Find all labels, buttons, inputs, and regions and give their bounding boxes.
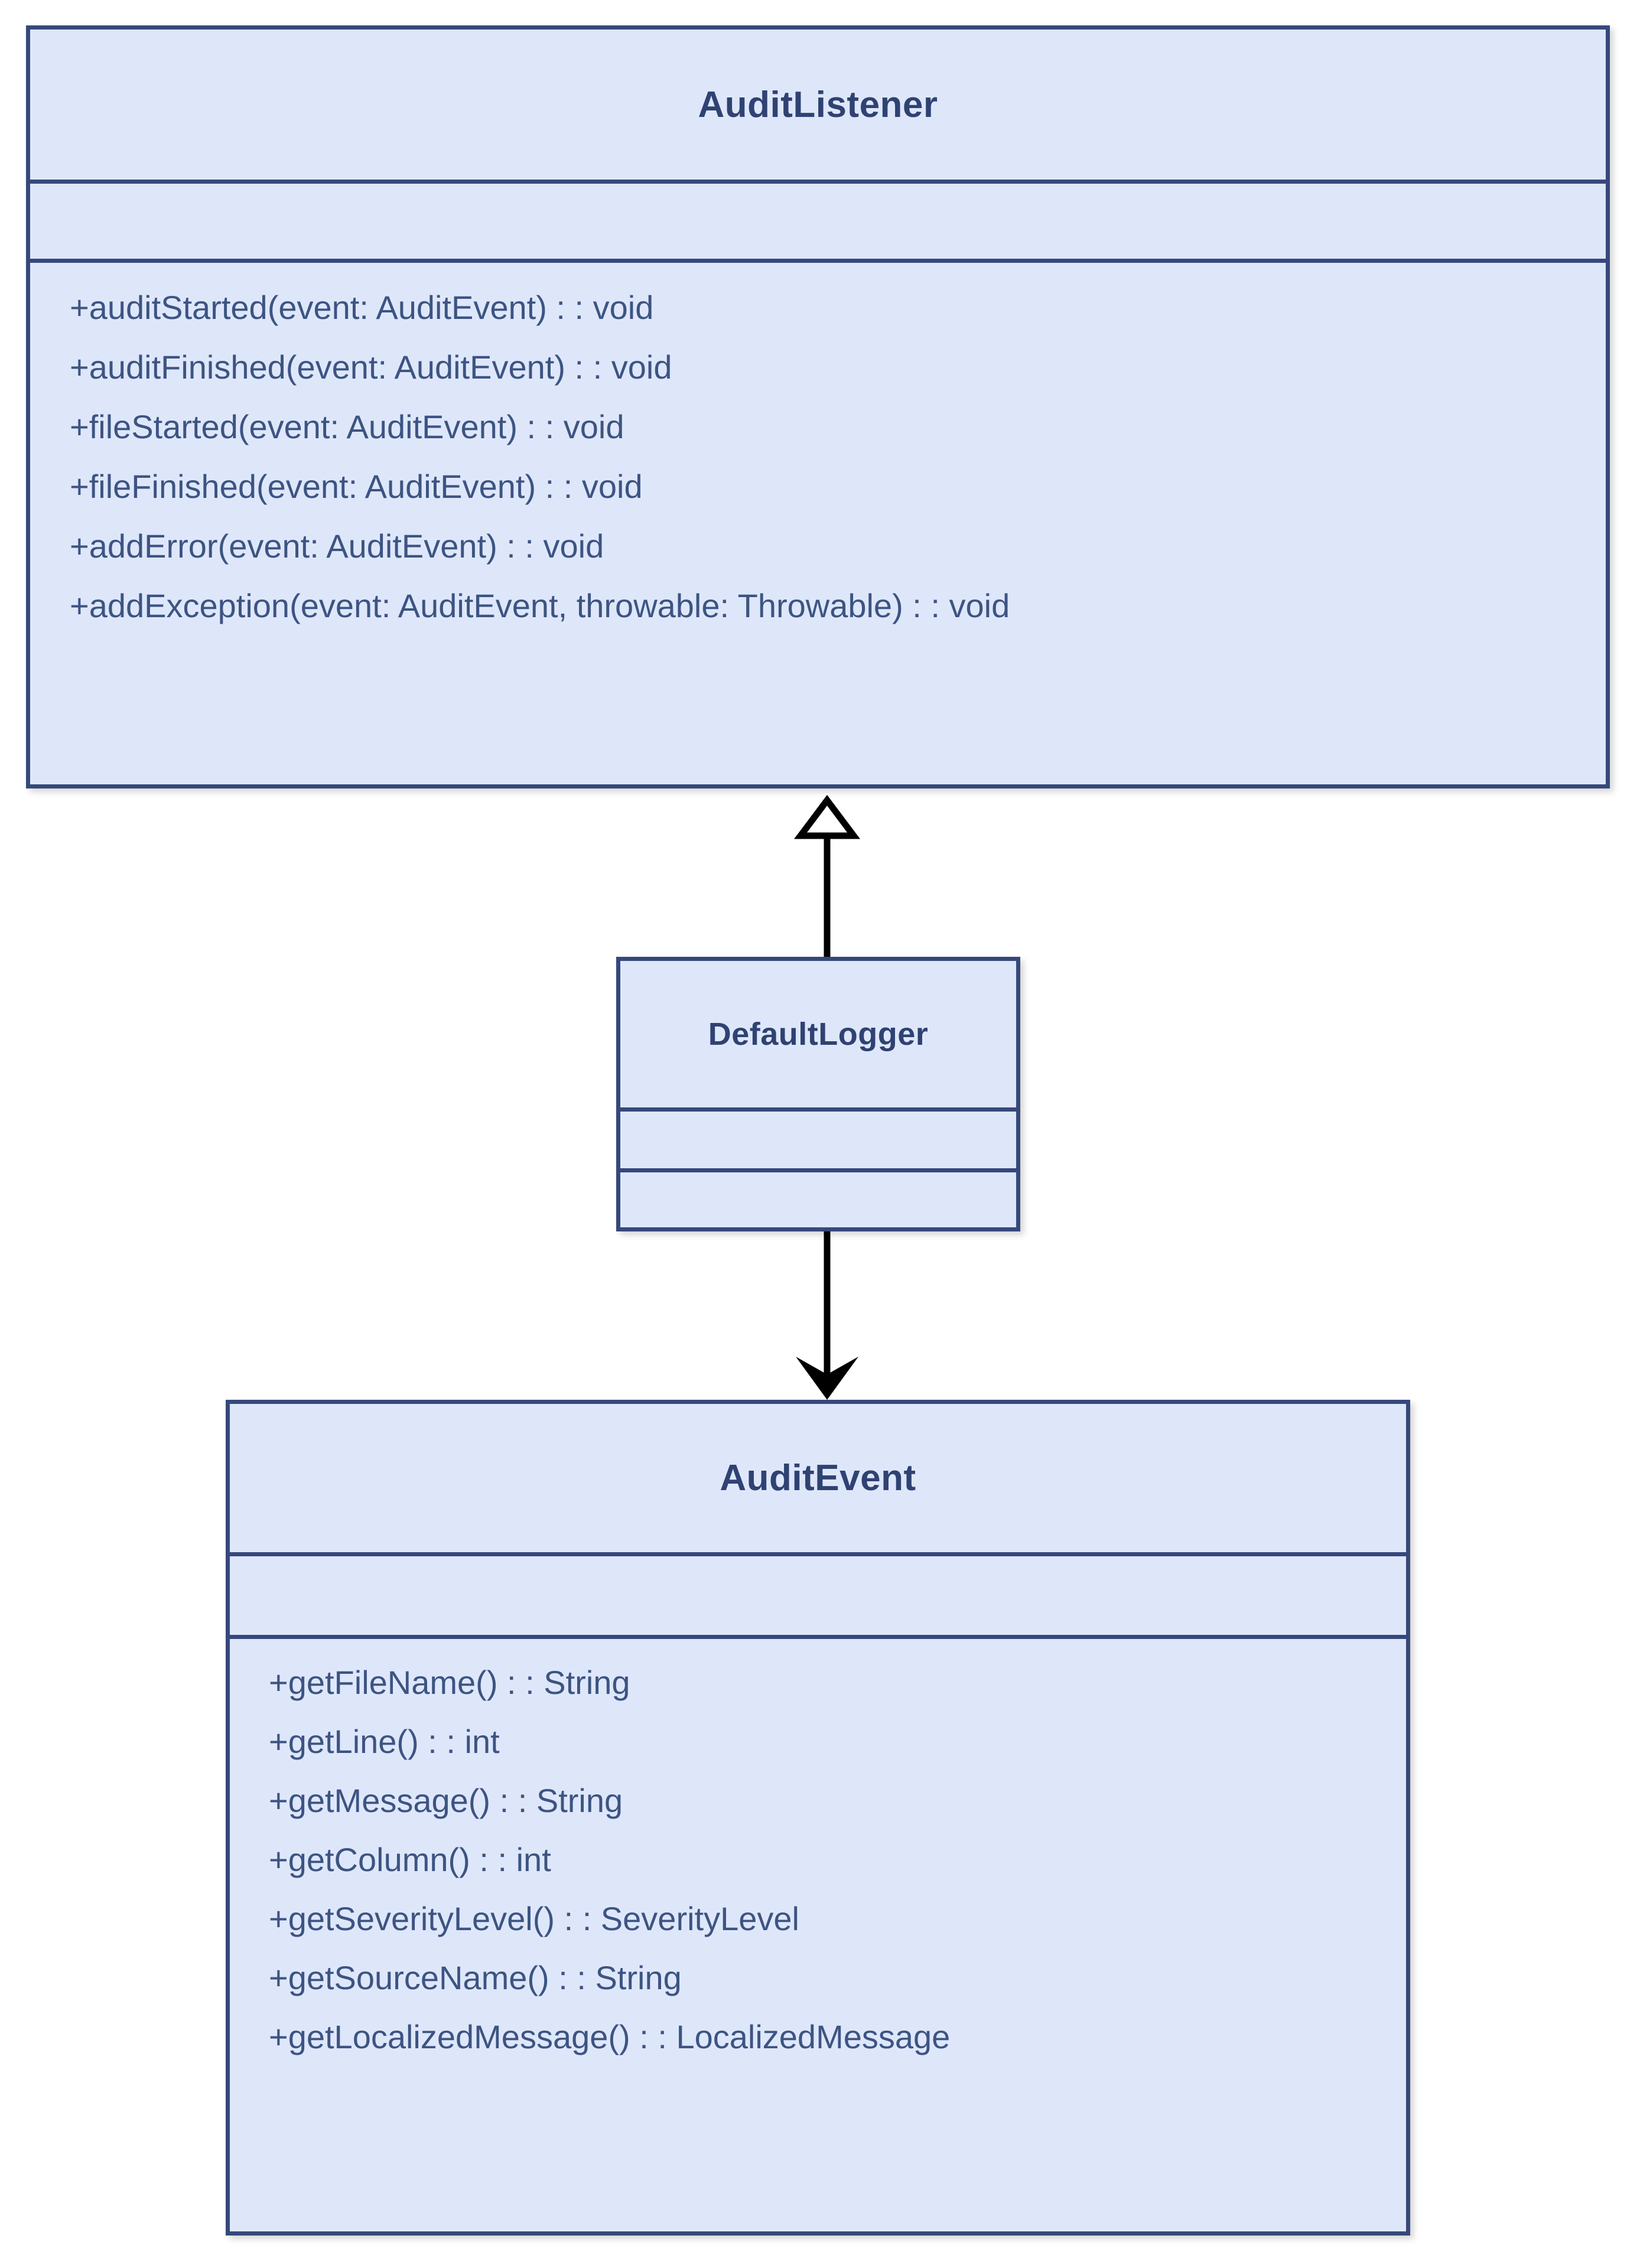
uml-class-defaultlogger[interactable]: DefaultLogger — [616, 957, 1020, 1231]
compartment-divider — [30, 259, 1606, 263]
method-item: +auditStarted(event: AuditEvent) : : voi… — [70, 289, 654, 326]
method-item: +fileStarted(event: AuditEvent) : : void — [70, 408, 624, 445]
method-item: +getMessage() : : String — [269, 1782, 623, 1819]
attributes-compartment-auditevent — [230, 1556, 1406, 1635]
method-item: +getLine() : : int — [269, 1723, 500, 1760]
compartment-divider — [620, 1168, 1016, 1172]
attributes-compartment-auditlistener — [30, 184, 1606, 259]
uml-class-auditlistener[interactable]: AuditListener +auditStarted(event: Audit… — [26, 25, 1610, 788]
method-item: +addError(event: AuditEvent) : : void — [70, 527, 604, 565]
attributes-compartment-defaultlogger — [620, 1112, 1016, 1168]
method-item: +getSeverityLevel() : : SeverityLevel — [269, 1900, 799, 1937]
method-item: +getLocalizedMessage() : : LocalizedMess… — [269, 2018, 951, 2055]
compartment-divider — [230, 1635, 1406, 1639]
methods-compartment-defaultlogger — [620, 1172, 1016, 1231]
method-item: +auditFinished(event: AuditEvent) : : vo… — [70, 348, 672, 386]
methods-compartment-auditevent: +getFileName() : : String +getLine() : :… — [230, 1639, 1406, 2054]
method-item: +addException(event: AuditEvent, throwab… — [70, 587, 1010, 624]
class-title-auditlistener: AuditListener — [698, 84, 938, 125]
association-arrow-defaultlogger-to-auditevent — [796, 1231, 858, 1400]
uml-class-auditevent[interactable]: AuditEvent +getFileName() : : String +ge… — [226, 1400, 1410, 2236]
method-item: +getFileName() : : String — [269, 1664, 630, 1701]
class-title-defaultlogger: DefaultLogger — [708, 1016, 929, 1052]
method-item: +getColumn() : : int — [269, 1841, 551, 1878]
compartment-divider — [30, 180, 1606, 184]
methods-compartment-auditlistener: +auditStarted(event: AuditEvent) : : voi… — [30, 263, 1606, 623]
class-title-auditevent: AuditEvent — [720, 1458, 916, 1498]
generalization-arrow-defaultlogger-to-auditlistener — [794, 794, 860, 966]
compartment-divider — [620, 1107, 1016, 1112]
method-item: +fileFinished(event: AuditEvent) : : voi… — [70, 468, 643, 505]
method-item: +getSourceName() : : String — [269, 1959, 682, 1996]
compartment-divider — [230, 1552, 1406, 1556]
